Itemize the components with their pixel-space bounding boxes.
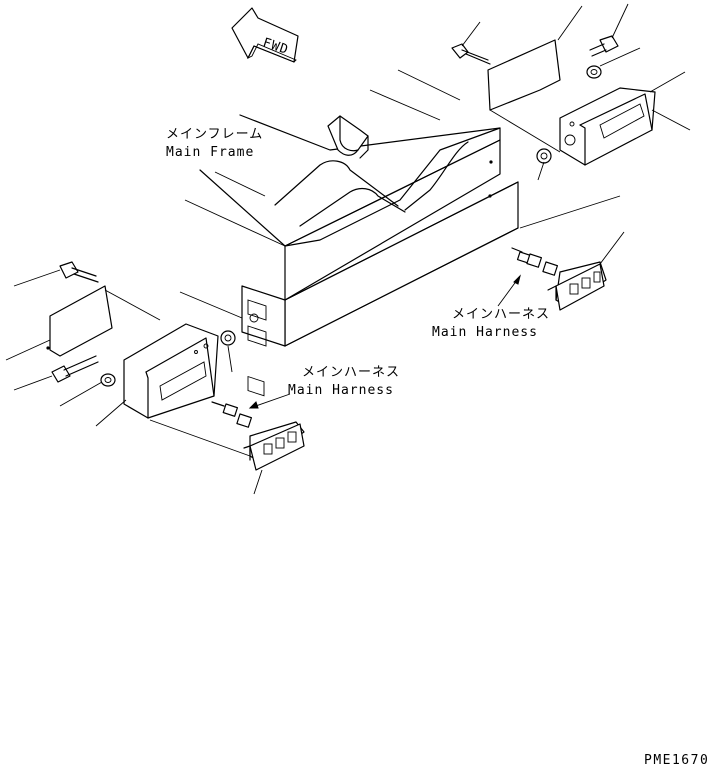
left-switch-panel [243,421,305,495]
right-bolt [451,21,491,65]
harness-left-label-jp: メインハーネス [302,365,400,380]
right-connectors [511,247,559,276]
right-nut [586,47,641,79]
main-frame-label-jp: メインフレーム [166,127,263,142]
harness-right-label-en: Main Harness [432,325,538,340]
left-bolt [13,261,99,287]
left-cover-plate [5,285,161,361]
main-frame-label: メインフレーム Main Frame [166,127,263,160]
main-frame-label-en: Main Frame [166,145,254,160]
right-washer [536,148,552,181]
harness-right-label: メインハーネス Main Harness [432,274,550,340]
harness-right-label-jp: メインハーネス [452,307,550,322]
fwd-arrow-icon: FWD [231,7,299,63]
left-washer [59,373,116,407]
right-cover-plate [487,5,583,153]
left-nut [220,330,236,373]
harness-left-label: メインハーネス Main Harness [248,365,400,409]
left-mounting-bracket [95,323,219,427]
right-switch-panel [547,231,625,311]
right-mounting-bracket [559,71,691,166]
harness-left-label-en: Main Harness [288,383,394,398]
left-connectors [149,401,253,457]
construction-lines [179,69,621,319]
u-bracket [327,115,369,159]
drawing-code: PME1670 [644,753,709,768]
right-bolt-2 [589,3,629,57]
left-screw [13,355,99,391]
main-frame [199,114,519,397]
